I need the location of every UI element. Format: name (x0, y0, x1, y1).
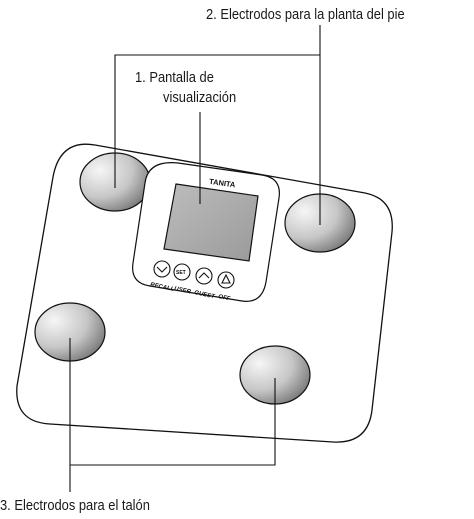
set-button-label: SET (176, 270, 186, 276)
callout-display-line2: visualización (163, 89, 237, 106)
button-set[interactable]: SET (173, 263, 191, 281)
button-label-recall: RECALL (150, 282, 175, 293)
button-label-guest: GUEST (194, 290, 217, 300)
display-screen (163, 183, 259, 262)
power-triangle-icon-glyph (221, 273, 231, 284)
button-off[interactable] (217, 271, 235, 289)
leader-sole (114, 25, 321, 225)
set-button[interactable] (173, 263, 191, 281)
leader-heel (69, 338, 276, 492)
power-triangle-icon[interactable] (217, 271, 235, 289)
button-label-off: OFF (218, 294, 231, 302)
callout-heel-electrodes: 3. Electrodos para el talón (0, 497, 150, 514)
chevron-down-icon-glyph (156, 266, 168, 273)
callout-sole-electrodes: 2. Electrodos para la planta del pie (206, 6, 405, 23)
leader-sole-bracket (114, 54, 321, 225)
chevron-up-icon-glyph (198, 272, 210, 279)
callout-display-line1: 1. Pantalla de (135, 69, 214, 86)
button-guest[interactable] (195, 267, 213, 285)
chevron-up-icon[interactable] (195, 267, 213, 285)
brand-logo: TANITA (209, 177, 237, 190)
chevron-down-icon[interactable] (153, 260, 171, 278)
button-label-user: USER (174, 286, 192, 295)
button-recall[interactable] (153, 260, 171, 278)
leader-heel-bracket (69, 338, 276, 466)
